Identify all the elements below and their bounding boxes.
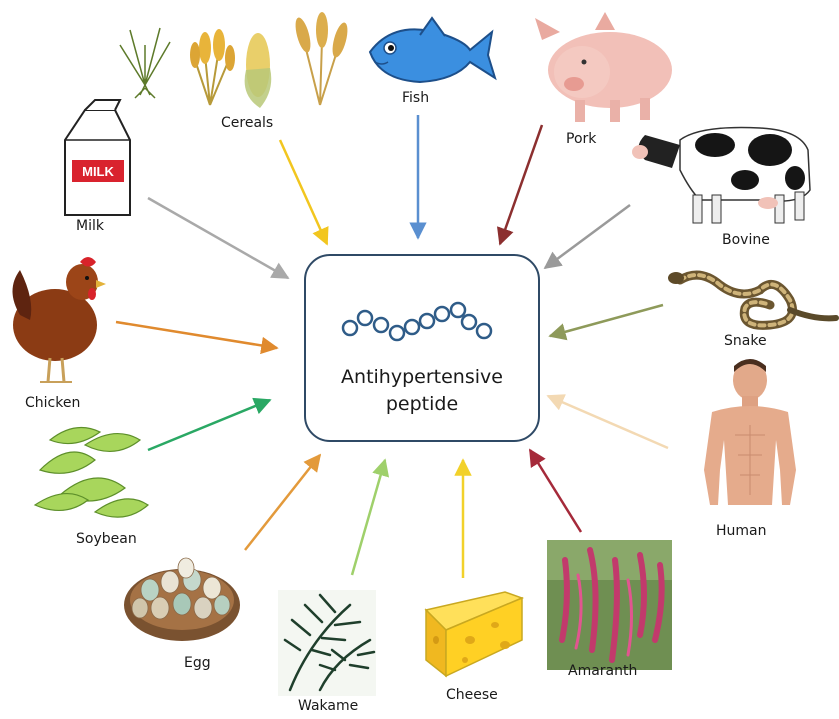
label-human: Human xyxy=(716,523,767,539)
label-egg: Egg xyxy=(184,655,211,671)
arrow-chicken xyxy=(116,322,277,348)
wakame-illustration xyxy=(278,590,376,696)
center-title-line2: peptide xyxy=(306,391,538,418)
label-chicken: Chicken xyxy=(25,395,80,411)
center-title-line1: Antihypertensive xyxy=(306,364,538,391)
label-bovine: Bovine xyxy=(722,232,770,248)
arrow-bovine xyxy=(545,205,630,268)
cow-illustration xyxy=(632,128,810,224)
pig-illustration xyxy=(535,12,672,122)
arrow-cereals xyxy=(280,140,327,244)
fish-illustration xyxy=(370,18,495,82)
arrow-milk xyxy=(148,198,288,278)
antihypertensive-peptide-box: Antihypertensive peptide xyxy=(304,254,540,442)
human-illustration xyxy=(704,359,796,505)
label-pork: Pork xyxy=(566,131,596,147)
label-soybean: Soybean xyxy=(76,531,137,547)
arrow-soybean xyxy=(148,400,270,450)
soybean-illustration xyxy=(35,428,148,518)
snake-illustration xyxy=(668,272,836,325)
arrow-wakame xyxy=(352,460,385,575)
label-amaranth: Amaranth xyxy=(568,663,637,679)
label-milk: Milk xyxy=(76,218,104,234)
label-cheese: Cheese xyxy=(446,687,498,703)
chicken-illustration xyxy=(13,257,107,382)
label-fish: Fish xyxy=(402,90,429,106)
arrow-amaranth xyxy=(530,450,581,532)
center-title: Antihypertensive peptide xyxy=(306,364,538,418)
label-cereals: Cereals xyxy=(221,115,273,131)
label-snake: Snake xyxy=(724,333,767,349)
arrow-human xyxy=(548,396,668,448)
arrow-egg xyxy=(245,455,320,550)
label-wakame: Wakame xyxy=(298,698,358,714)
amaranth-illustration xyxy=(547,540,672,670)
egg-basket-illustration xyxy=(124,558,240,641)
cereals-illustration xyxy=(120,12,350,108)
cheese-illustration xyxy=(426,592,522,676)
arrow-pork xyxy=(500,125,542,244)
milk-carton-text: MILK xyxy=(82,164,114,179)
milk-carton-illustration: MILK xyxy=(65,100,130,215)
arrow-snake xyxy=(550,305,663,336)
